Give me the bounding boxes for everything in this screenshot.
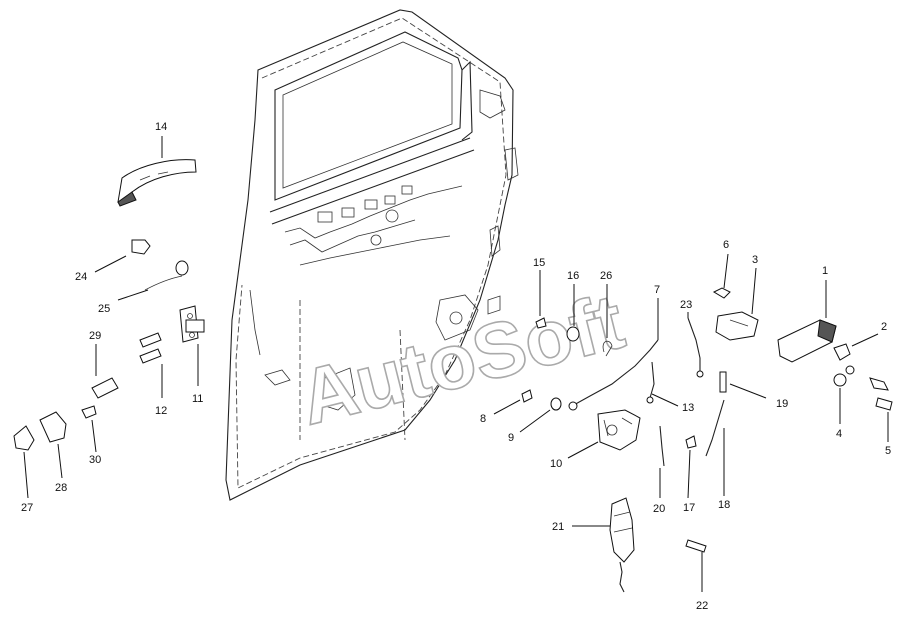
- callout-17: 17: [683, 502, 695, 514]
- callout-26: 26: [600, 270, 612, 282]
- callout-6: 6: [723, 239, 729, 251]
- callout-18: 18: [718, 499, 730, 511]
- part-1-outer-handle: [777, 319, 837, 363]
- callout-15: 15: [533, 257, 545, 269]
- callout-9: 9: [508, 432, 514, 444]
- callout-28: 28: [55, 482, 67, 494]
- callout-27: 27: [21, 502, 33, 514]
- part-21-latch: [609, 497, 635, 593]
- callout-16: 16: [567, 270, 579, 282]
- callouts: 1 2 3 4 5 6 7 8 9 10 11 12 13 14 15 16 1…: [21, 121, 891, 612]
- part-14-outer-handle: [117, 159, 197, 207]
- callout-29: 29: [89, 330, 101, 342]
- part-18-rod: [705, 399, 725, 457]
- parts: [13, 159, 893, 593]
- part-30-plug: [81, 405, 97, 419]
- part-24-bolt: [131, 239, 151, 255]
- part-7-rod: [568, 339, 659, 411]
- part-10-lock: [597, 409, 641, 451]
- door-panel: [225, 9, 519, 501]
- callout-14: 14: [155, 121, 167, 133]
- part-22-screw: [685, 539, 707, 553]
- callout-13: 13: [682, 402, 694, 414]
- part-27-bracket: [13, 425, 35, 451]
- autosoft-watermark: AutoSoft: [291, 277, 632, 442]
- callout-11: 11: [192, 393, 203, 405]
- callout-2: 2: [881, 321, 887, 333]
- part-2-cap: [833, 343, 851, 361]
- part-9-grommet: [550, 397, 562, 411]
- callout-24: 24: [75, 271, 87, 283]
- part-12-screws: [139, 332, 162, 364]
- callout-19: 19: [776, 398, 788, 410]
- callout-22: 22: [696, 600, 708, 612]
- part-5-bolts: [869, 377, 893, 411]
- part-8-clip: [521, 389, 533, 403]
- callout-5: 5: [885, 445, 891, 457]
- callout-8: 8: [480, 413, 486, 425]
- callout-12: 12: [155, 405, 167, 417]
- part-20-rod: [659, 425, 665, 467]
- callout-10: 10: [550, 458, 562, 470]
- part-26-spring-clip: [602, 340, 613, 357]
- part-25-clip: [144, 260, 189, 291]
- callout-21: 21: [552, 521, 564, 533]
- callout-3: 3: [752, 254, 758, 266]
- part-16-grommet: [566, 326, 580, 342]
- callout-7: 7: [654, 284, 660, 296]
- part-4-nut: [833, 365, 855, 387]
- callout-4: 4: [836, 428, 842, 440]
- callout-23: 23: [680, 299, 692, 311]
- callout-30: 30: [89, 454, 101, 466]
- part-15-clip: [535, 317, 547, 329]
- part-29-bushing: [91, 377, 119, 399]
- part-28-cover: [39, 411, 67, 443]
- callout-1: 1: [822, 265, 828, 277]
- part-3-lock-cylinder: [715, 311, 759, 341]
- leader-lines: [23, 136, 889, 592]
- part-6-cap: [712, 287, 731, 299]
- callout-20: 20: [653, 503, 665, 515]
- part-23-rod: [687, 317, 704, 378]
- part-11-striker: [179, 305, 205, 343]
- callout-25: 25: [98, 303, 110, 315]
- part-19-pin: [719, 371, 727, 393]
- part-17-clip: [685, 435, 697, 449]
- part-13-cable: [646, 361, 655, 404]
